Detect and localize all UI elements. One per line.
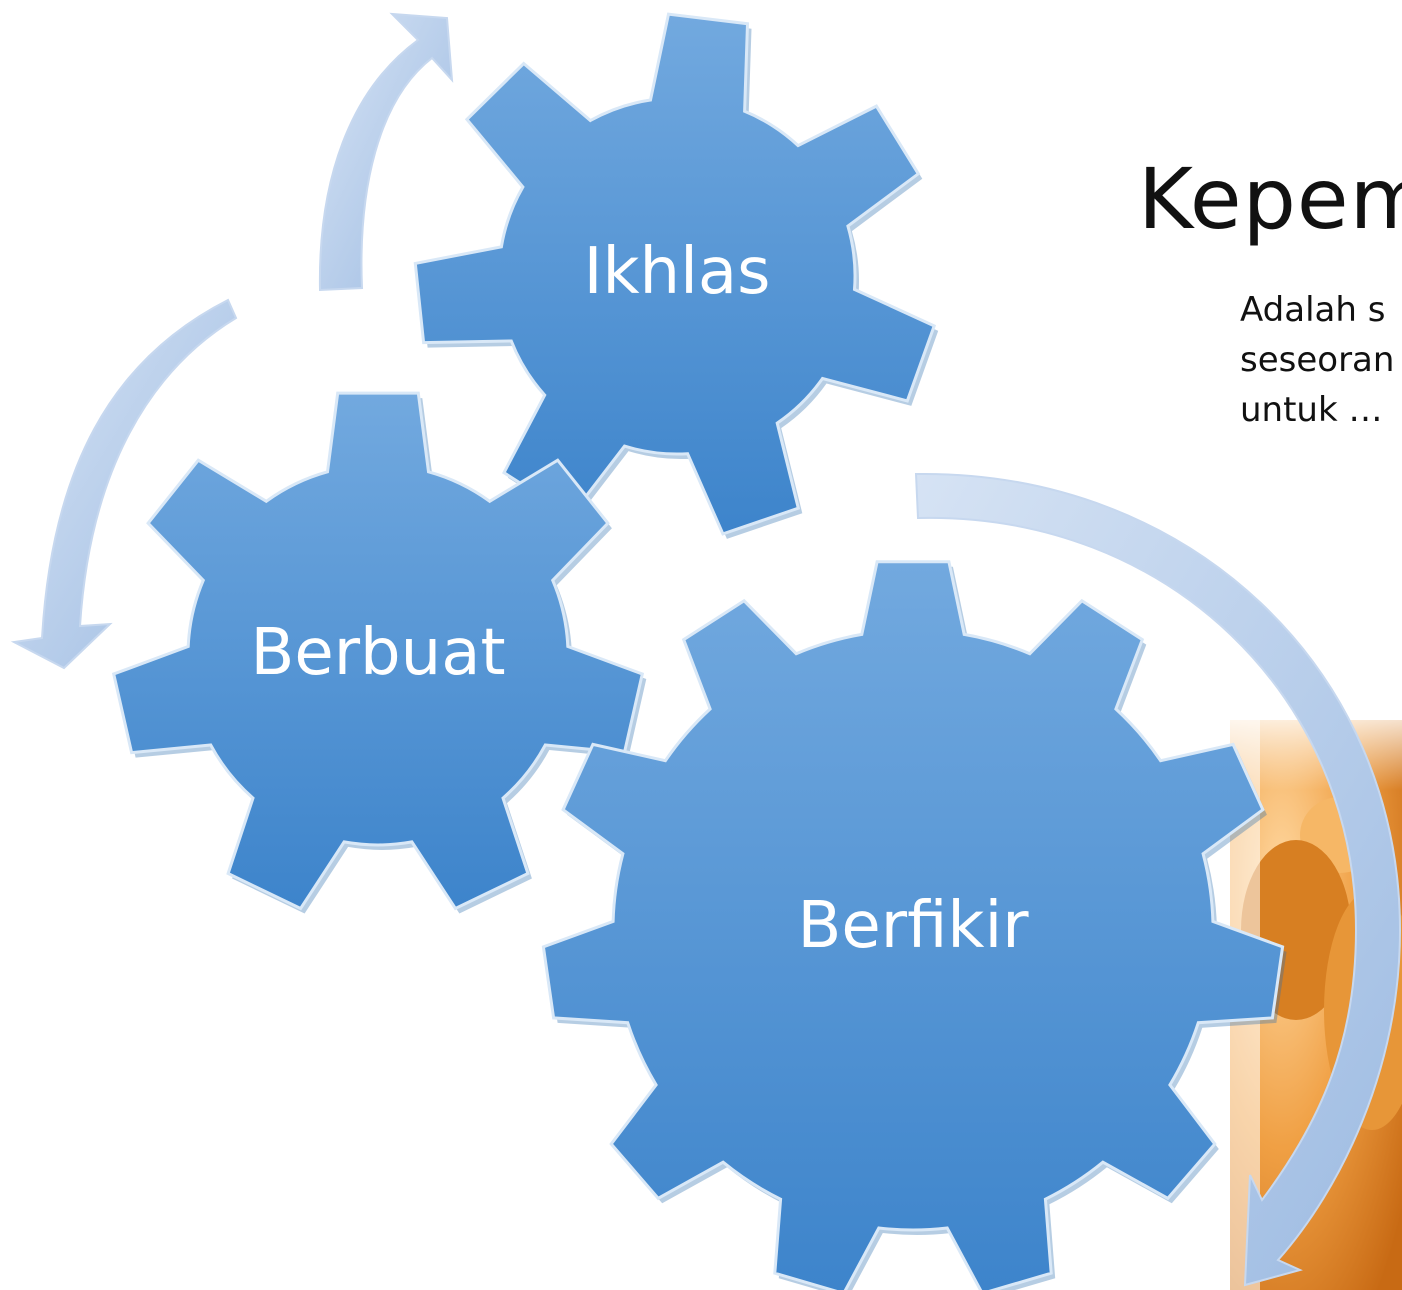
- gear-berbuat: [111, 391, 647, 914]
- slide-title: Kepem: [1138, 150, 1402, 248]
- gear-berbuat-label: Berbuat: [250, 616, 505, 690]
- gear-ikhlas-label: Ikhlas: [584, 235, 771, 309]
- body-line: untuk …: [1240, 390, 1383, 430]
- arrow-left: [10, 298, 238, 670]
- slide-body: Adalah s seseoran untuk …: [1240, 285, 1394, 435]
- gear-ikhlas-body: [413, 12, 937, 536]
- arrow-top: [318, 12, 454, 292]
- gear-berfikir-label: Berfikir: [797, 889, 1029, 963]
- gear-berbuat-body: [111, 391, 645, 911]
- gear-berfikir-body: [541, 560, 1285, 1290]
- arrow-right: [914, 472, 1402, 1287]
- body-line: Adalah s: [1240, 290, 1386, 330]
- gear-ikhlas: [413, 12, 939, 539]
- body-line: seseoran: [1240, 340, 1395, 380]
- gear-berfikir: [541, 560, 1287, 1290]
